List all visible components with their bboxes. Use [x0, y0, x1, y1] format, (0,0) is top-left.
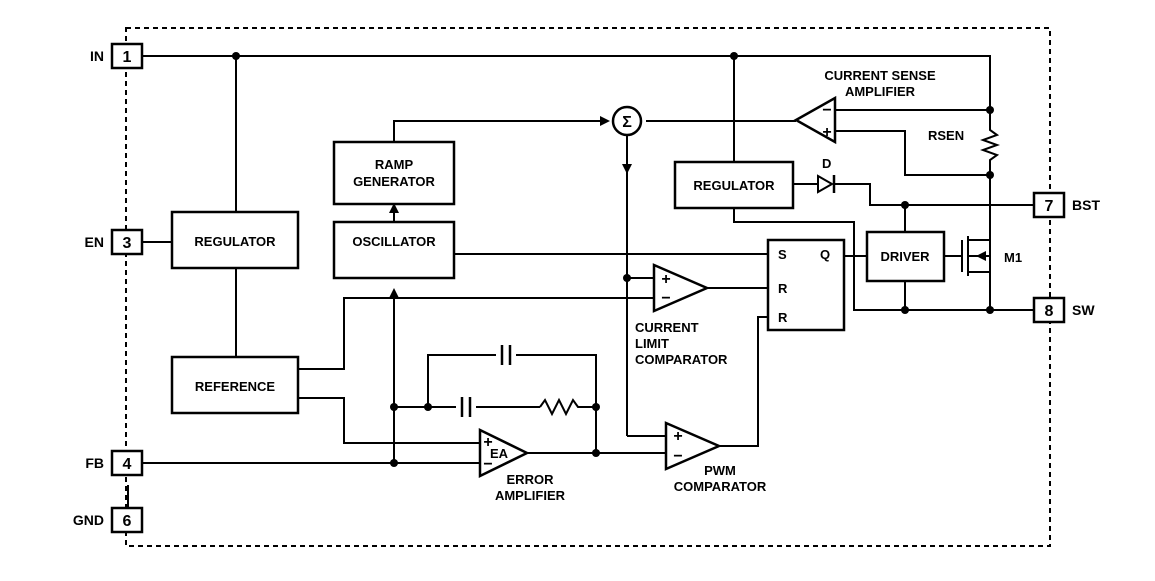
summer-label: Σ [622, 114, 632, 131]
latch-r2-label: R [778, 310, 788, 325]
pin-fb: 4 FB [85, 449, 144, 477]
svg-text:3: 3 [123, 235, 132, 252]
pwm-comparator-label-2: COMPARATOR [674, 479, 767, 494]
regulator-right-label: REGULATOR [693, 178, 775, 193]
pwm-comparator-label-1: PWM [704, 463, 736, 478]
svg-text:1: 1 [123, 49, 132, 66]
pin-en: 3 EN [85, 228, 144, 256]
driver-block [865, 230, 946, 283]
ea-plus-sign: + [483, 434, 492, 451]
svg-text:IN: IN [90, 48, 104, 64]
wires [127, 55, 1034, 508]
mosfet-label: M1 [1004, 250, 1022, 265]
svg-text:EN: EN [85, 234, 104, 250]
latch-r1-label: R [778, 281, 788, 296]
pwm-plus-sign: + [673, 428, 682, 445]
latch-s-label: S [778, 247, 787, 262]
junction-dots [232, 52, 994, 467]
csa-minus-sign: − [822, 102, 831, 119]
svg-text:GND: GND [73, 512, 104, 528]
error-amplifier-label-1: ERROR [507, 472, 555, 487]
driver-label: DRIVER [880, 249, 930, 264]
latch-q-label: Q [820, 247, 830, 262]
comp-capacitor-top [500, 345, 512, 365]
current-sense-amp-label-1: CURRENT SENSE [824, 68, 936, 83]
ea-label: EA [490, 446, 509, 461]
pwm-comparator-symbol [664, 421, 723, 471]
current-sense-amp-label-2: AMPLIFIER [845, 84, 916, 99]
svg-text:SW: SW [1072, 302, 1095, 318]
summer-symbol [611, 105, 643, 137]
reference-block [170, 355, 300, 415]
ramp-generator-label-1: RAMP [375, 157, 414, 172]
regulator-left-label: REGULATOR [194, 234, 276, 249]
csa-plus-sign: + [822, 124, 831, 141]
error-amplifier-symbol [478, 427, 530, 479]
oscillator-block [332, 220, 456, 280]
pwm-minus-sign: − [673, 448, 682, 465]
pin-gnd: 6 GND [73, 506, 144, 534]
diode-symbol [817, 174, 836, 194]
clc-plus-sign: + [661, 271, 670, 288]
ramp-generator-label-2: GENERATOR [353, 174, 435, 189]
svg-text:4: 4 [123, 456, 132, 473]
pin-in: 1 IN [90, 42, 144, 70]
sr-latch-block [766, 238, 846, 332]
chip-boundary [125, 27, 1051, 547]
clc-minus-sign: − [661, 290, 670, 307]
svg-text:FB: FB [85, 455, 104, 471]
error-amplifier-label-2: AMPLIFIER [495, 488, 566, 503]
current-limit-label-3: COMPARATOR [635, 352, 728, 367]
reference-label: REFERENCE [195, 379, 276, 394]
current-limit-label-2: LIMIT [635, 336, 669, 351]
svg-text:7: 7 [1045, 198, 1054, 215]
rsen-label: RSEN [928, 128, 964, 143]
comp-capacitor-bottom [460, 397, 472, 417]
svg-text:8: 8 [1045, 303, 1054, 320]
oscillator-label: OSCILLATOR [352, 234, 436, 249]
ramp-generator-block [332, 140, 456, 206]
regulator-left-block [170, 210, 300, 270]
pin-bst: 7 BST [1032, 191, 1100, 219]
current-limit-comparator-symbol [652, 263, 711, 313]
regulator-right-block [673, 160, 795, 210]
svg-text:BST: BST [1072, 197, 1100, 213]
diode-label: D [822, 156, 831, 171]
pin-sw: 8 SW [1032, 296, 1095, 324]
svg-text:6: 6 [123, 513, 132, 530]
current-limit-label-1: CURRENT [635, 320, 699, 335]
current-sense-amp-symbol [793, 95, 837, 145]
ea-minus-sign: − [483, 456, 492, 473]
